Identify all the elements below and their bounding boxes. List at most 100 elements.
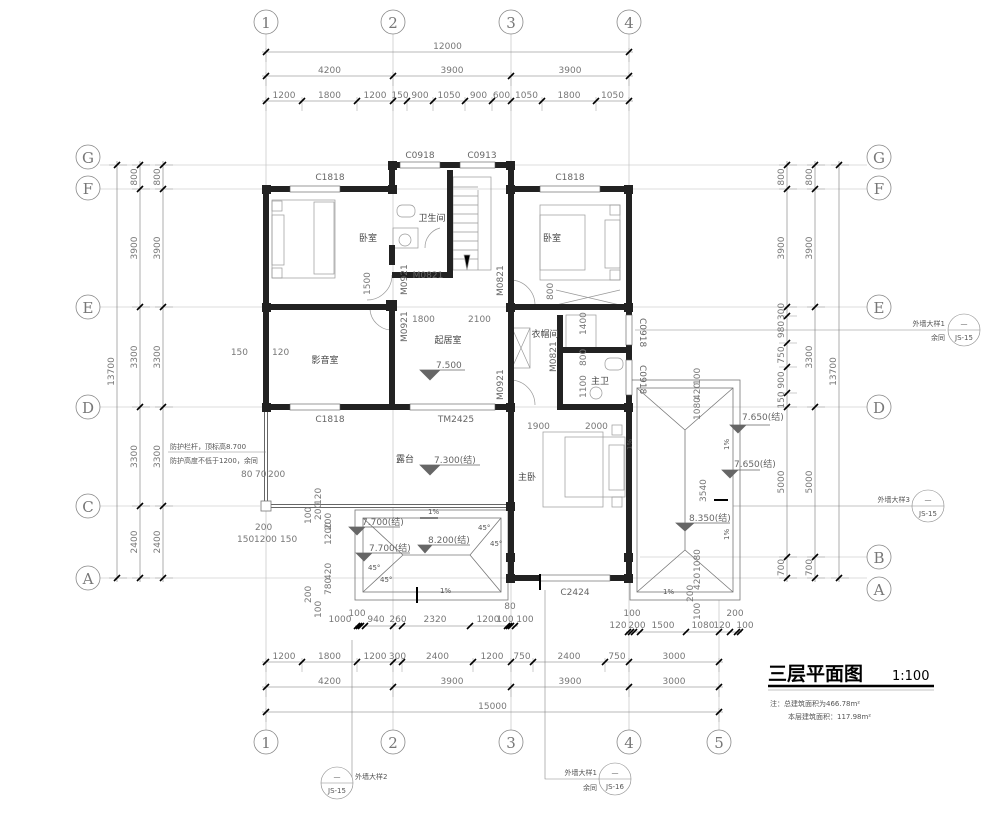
axis-bubble-top-2: 2	[380, 9, 406, 35]
slope-arrows	[416, 499, 728, 603]
door-tag: M0821	[496, 265, 506, 296]
axis-bubble-top-4: 4	[616, 9, 642, 35]
dim-tick	[682, 628, 690, 636]
dim-tick	[715, 708, 723, 716]
slope-label: 1%	[723, 529, 731, 540]
dim-label: 3900	[153, 236, 163, 259]
opening-dim: 1500	[652, 621, 675, 631]
opening-dim: 200	[628, 621, 645, 631]
svg-text:余同: 余同	[931, 333, 945, 342]
dim-tick	[262, 658, 270, 666]
dim-label: 5000	[805, 470, 815, 493]
local-dim: 150	[280, 535, 297, 545]
dim-tick	[262, 48, 270, 56]
inner-dim: 2100	[468, 315, 491, 325]
door-tag: M0821	[549, 341, 559, 372]
dim-tick	[262, 72, 270, 80]
dim-label: 3300	[805, 345, 815, 368]
svg-text:E: E	[83, 299, 94, 317]
opening-dim: 200	[726, 609, 743, 619]
dim-label: 3000	[663, 652, 686, 662]
dim-label: 15000	[478, 702, 507, 712]
dim-label: 1200	[481, 652, 504, 662]
svg-text:D: D	[873, 399, 885, 417]
dim-tick	[811, 574, 819, 582]
room-master-bedroom: 主卧	[518, 471, 536, 483]
dim-label: 750	[513, 652, 530, 662]
dim-label: 3900	[130, 236, 140, 259]
dim-tick	[625, 683, 633, 691]
opening-dim: 80	[504, 602, 516, 612]
bed-master	[542, 424, 626, 508]
axis-bubble-bottom-3: 3	[498, 729, 524, 755]
dim-label: 900	[470, 91, 487, 101]
svg-text:3: 3	[506, 14, 516, 32]
axis-bubble-right-F: F	[866, 175, 892, 201]
dim-label: 1800	[318, 652, 341, 662]
dim-tick	[811, 185, 819, 193]
angle-label: 45°	[368, 564, 380, 572]
dim-tick	[113, 574, 121, 582]
local-dim: 120	[272, 348, 289, 358]
dim-tick	[361, 622, 369, 630]
dim-tick	[389, 97, 397, 105]
window-tag: TM2425	[437, 415, 474, 425]
room-terrace: 露台	[396, 453, 414, 465]
dim-tick	[592, 97, 600, 105]
inner-dim: 800	[546, 283, 556, 300]
window-tag: C0913	[467, 151, 496, 161]
window-tag: C1818	[315, 415, 344, 425]
dim-tick	[783, 339, 791, 347]
detail-callout-4[interactable]: 外墙大样1 余同 — JS-16	[544, 590, 632, 796]
dim-label: 1800	[558, 91, 581, 101]
detail-callout-3[interactable]: 外墙大样3 — JS-15	[733, 489, 945, 523]
dim-tick	[811, 403, 819, 411]
svg-text:7.500: 7.500	[436, 361, 462, 371]
svg-text:F: F	[83, 180, 93, 198]
dim-label: 12000	[433, 42, 462, 52]
dim-tick	[636, 628, 644, 636]
dim-tick	[783, 161, 791, 169]
elevation-mark: 7.700(结)	[348, 516, 404, 536]
svg-text:G: G	[82, 149, 94, 167]
room-closet: 衣帽间	[531, 328, 558, 340]
slope-label: 1%	[428, 508, 439, 516]
dim-tick	[835, 574, 843, 582]
axis-bubble-right-G: G	[866, 144, 892, 170]
opening-dim: 100	[496, 615, 513, 625]
dim-label: 150	[777, 391, 787, 408]
door-swings	[366, 227, 536, 406]
inner-dim: 120	[314, 488, 324, 505]
dim-label: 1050	[601, 91, 624, 101]
window-tag: C1818	[555, 173, 584, 183]
dim-tick	[627, 628, 635, 636]
inner-dim: 200	[304, 586, 314, 603]
dim-tick	[630, 628, 638, 636]
dim-label: 800	[777, 168, 787, 185]
dim-tick	[601, 658, 609, 666]
inner-dim: 100	[304, 507, 314, 524]
dim-tick	[715, 658, 723, 666]
window-tag: C0918	[637, 318, 647, 347]
dim-tick	[783, 403, 791, 411]
opening-dim: 940	[367, 615, 384, 625]
detail-callout-1[interactable]: 外墙大样1 余同 — JS-15	[635, 313, 981, 347]
svg-text:—: —	[925, 496, 932, 504]
detail-callout-2[interactable]: 外墙大样2 — JS-15	[320, 640, 387, 800]
dim-tick	[298, 658, 306, 666]
svg-text:7.700(结): 7.700(结)	[362, 516, 404, 528]
dim-tick	[625, 658, 633, 666]
columns	[262, 161, 633, 583]
dim-tick	[159, 403, 167, 411]
svg-text:7.650(结): 7.650(结)	[734, 458, 776, 470]
svg-text:A: A	[873, 581, 885, 599]
angle-label: 45°	[380, 576, 392, 584]
inner-dim: 1200	[324, 522, 334, 545]
svg-text:E: E	[874, 299, 885, 317]
inner-dim: 2000	[585, 422, 608, 432]
dim-tick	[726, 628, 734, 636]
inner-dim: 1080	[693, 397, 703, 420]
axis-bubble-left-A: A	[75, 565, 101, 591]
dim-tick	[715, 683, 723, 691]
